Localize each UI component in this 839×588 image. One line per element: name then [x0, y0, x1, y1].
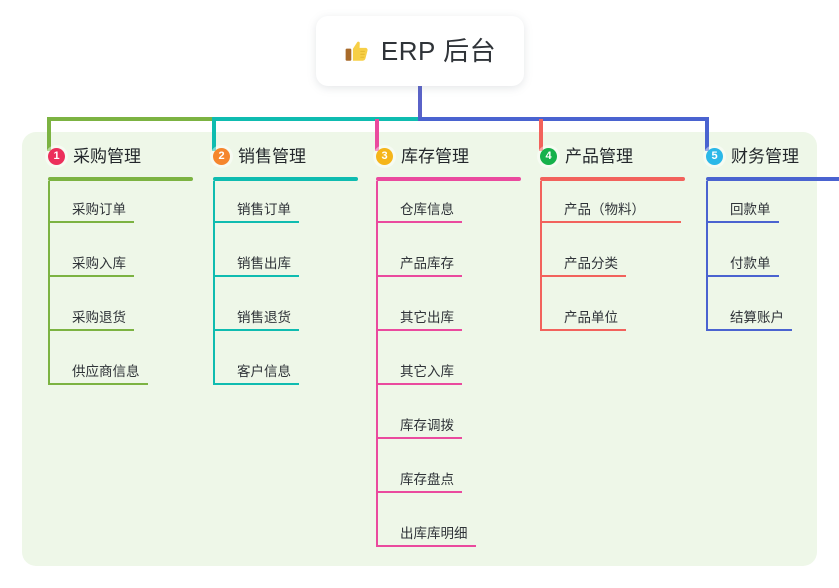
branch-item[interactable]: 库存调拨	[376, 385, 536, 439]
branch-item-label: 出库库明细	[400, 525, 468, 541]
branch-item-underline	[50, 221, 135, 223]
branch-item[interactable]: 销售订单	[213, 181, 373, 223]
branch-item-underline	[50, 329, 135, 331]
branch-item-underline	[708, 329, 793, 331]
branch-item-label: 销售订单	[237, 201, 291, 217]
branch-item-underline	[708, 275, 779, 277]
branch-item[interactable]: 结算账户	[706, 277, 839, 331]
branch-item[interactable]: 回款单	[706, 181, 839, 223]
branch-item-list: 产品（物料） 产品分类产品单位	[540, 181, 700, 331]
branch-item-underline	[50, 275, 135, 277]
thumbs-up-icon	[345, 41, 368, 61]
branch-item-label: 库存调拨	[400, 417, 454, 433]
branch-item-label: 其它出库	[400, 309, 454, 325]
branch-item-label: 采购退货	[72, 309, 126, 325]
branch-item-underline	[215, 275, 300, 277]
branch-item[interactable]: 产品分类	[540, 223, 700, 277]
root-node[interactable]: ERP 后台	[316, 16, 524, 86]
branch-item-underline	[708, 221, 779, 223]
branch-item-label: 产品库存	[400, 255, 454, 271]
branch-header-2[interactable]: 2 销售管理	[195, 143, 306, 169]
branch-number-badge: 5	[706, 147, 723, 165]
branch-underline	[540, 177, 685, 181]
branch-item-label: 产品单位	[564, 309, 618, 325]
branch-item-list: 回款单付款单结算账户	[706, 181, 839, 331]
branch-item-underline	[378, 491, 463, 493]
branch-item-underline	[542, 221, 681, 223]
branch-column-4: 4 产品管理产品（物料） 产品分类产品单位	[522, 143, 685, 331]
branch-title: 财务管理	[731, 146, 799, 166]
branch-column-2: 2 销售管理销售订单销售出库销售退货客户信息	[195, 143, 358, 385]
branch-title: 库存管理	[401, 146, 469, 166]
branch-item[interactable]: 产品（物料）	[540, 181, 700, 223]
branch-number-badge: 1	[48, 147, 65, 165]
branch-item-list: 销售订单销售出库销售退货客户信息	[213, 181, 373, 385]
branch-item-underline	[378, 275, 463, 277]
branch-item-underline	[542, 275, 627, 277]
branch-item[interactable]: 采购入库	[48, 223, 208, 277]
branch-number-badge: 2	[213, 147, 230, 165]
branch-number-badge: 4	[540, 147, 557, 165]
branch-underline	[376, 177, 521, 181]
branch-item[interactable]: 采购退货	[48, 277, 208, 331]
branch-item[interactable]: 出库库明细	[376, 493, 536, 547]
branch-item-underline	[215, 221, 300, 223]
branch-header-4[interactable]: 4 产品管理	[522, 143, 633, 169]
branch-underline	[48, 177, 193, 181]
branch-title: 产品管理	[565, 146, 633, 166]
branch-item-underline	[378, 437, 463, 439]
branch-item-label: 产品分类	[564, 255, 618, 271]
branch-item-label: 采购入库	[72, 255, 126, 271]
branch-item[interactable]: 客户信息	[213, 331, 373, 385]
branch-item-underline	[542, 329, 627, 331]
branch-item[interactable]: 产品库存	[376, 223, 536, 277]
branch-item-label: 产品（物料）	[564, 201, 645, 217]
branch-item-list: 采购订单采购入库采购退货供应商信息	[48, 181, 208, 385]
branch-column-3: 3 库存管理仓库信息产品库存其它出库其它入库库存调拨库存盘点出库库明细	[358, 143, 521, 547]
branch-item[interactable]: 仓库信息	[376, 181, 536, 223]
branch-item-label: 供应商信息	[72, 363, 140, 379]
branch-item[interactable]: 供应商信息	[48, 331, 208, 385]
branch-number-badge: 3	[376, 147, 393, 165]
branch-column-1: 1 采购管理采购订单采购入库采购退货供应商信息	[30, 143, 193, 385]
branch-item-label: 销售退货	[237, 309, 291, 325]
branch-title: 销售管理	[238, 146, 306, 166]
branch-item-label: 结算账户	[730, 309, 784, 325]
branch-underline	[213, 177, 358, 181]
branch-item-label: 客户信息	[237, 363, 291, 379]
branch-header-5[interactable]: 5 财务管理	[688, 143, 799, 169]
branch-item-underline	[378, 329, 463, 331]
branch-item-underline	[215, 383, 300, 385]
root-node-content: ERP 后台	[344, 38, 496, 64]
branch-item[interactable]: 产品单位	[540, 277, 700, 331]
branch-item-underline	[378, 545, 476, 547]
branch-header-1[interactable]: 1 采购管理	[30, 143, 141, 169]
branch-item-label: 回款单	[730, 201, 771, 217]
branch-header-3[interactable]: 3 库存管理	[358, 143, 469, 169]
branch-item[interactable]: 销售出库	[213, 223, 373, 277]
root-title: ERP 后台	[380, 36, 497, 66]
branch-item[interactable]: 销售退货	[213, 277, 373, 331]
branch-item-label: 仓库信息	[400, 201, 454, 217]
branch-item-underline	[378, 383, 463, 385]
branch-title: 采购管理	[73, 146, 141, 166]
branch-item-underline	[378, 221, 463, 223]
branches-panel	[22, 132, 817, 566]
branch-item-underline	[215, 329, 300, 331]
branch-item-label: 库存盘点	[400, 471, 454, 487]
branch-item-list: 仓库信息产品库存其它出库其它入库库存调拨库存盘点出库库明细	[376, 181, 536, 547]
branch-item-label: 付款单	[730, 255, 771, 271]
branch-item-label: 采购订单	[72, 201, 126, 217]
branch-item[interactable]: 其它入库	[376, 331, 536, 385]
branch-item[interactable]: 库存盘点	[376, 439, 536, 493]
branch-underline	[706, 177, 839, 181]
branch-item[interactable]: 付款单	[706, 223, 839, 277]
branch-item-underline	[50, 383, 148, 385]
branch-item[interactable]: 采购订单	[48, 181, 208, 223]
branch-column-5: 5 财务管理回款单付款单结算账户	[688, 143, 839, 331]
branch-item-label: 其它入库	[400, 363, 454, 379]
branch-item-label: 销售出库	[237, 255, 291, 271]
branch-item[interactable]: 其它出库	[376, 277, 536, 331]
